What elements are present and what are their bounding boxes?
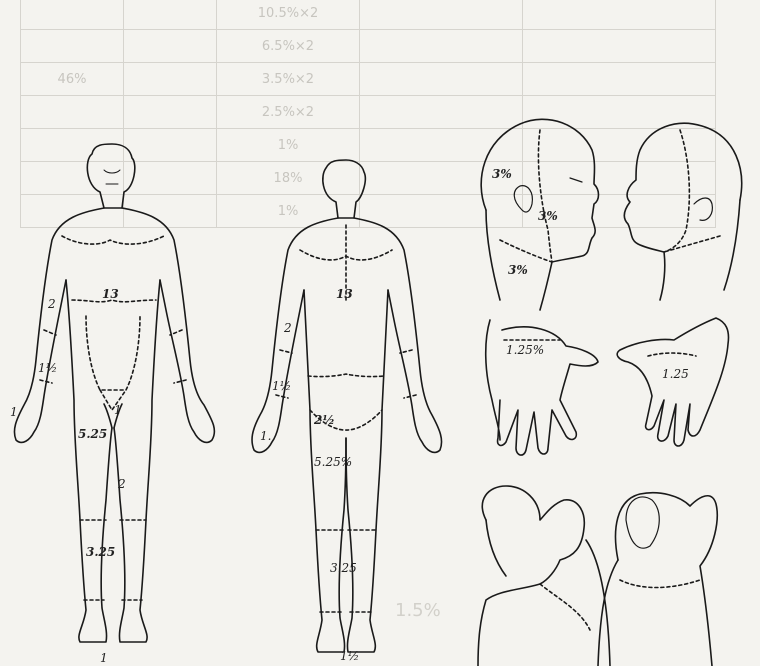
torso-arms-raised-left (478, 486, 610, 666)
label-back-arm-upper: 2 (283, 321, 292, 335)
label-back-trunk: 13 (336, 287, 353, 301)
label-front-thigh: 5.25 (78, 427, 107, 441)
hand-palm (486, 320, 598, 455)
front-body-figure (14, 144, 214, 642)
label-back-foot: 1½ (340, 649, 359, 663)
label-front-arm-upper: 2 (47, 297, 56, 311)
label-head-scalp: 3% (492, 167, 512, 181)
label-front-leg: 3.25 (86, 545, 115, 559)
label-hand-back: 1.25 (662, 367, 689, 381)
label-hand-palm: 1.25% (506, 343, 544, 357)
label-front-genitals: 1 (114, 403, 122, 417)
label-front-forearm: 1½ (38, 361, 57, 375)
label-back-thigh: 5.25% (314, 455, 352, 469)
head-profile-view (624, 123, 741, 300)
label-head-neck: 3% (508, 263, 528, 277)
label-head-face: 3% (538, 209, 558, 223)
label-back-forearm: 1½ (272, 379, 291, 393)
label-back-leg: 3.25 (330, 561, 357, 575)
torso-arms-raised-right (598, 493, 717, 666)
back-body-figure (252, 160, 442, 652)
label-front-foot: 1 (100, 651, 108, 665)
label-front-hand: 1 (10, 405, 18, 419)
label-back-hand: 1. (260, 429, 271, 443)
hand-back (617, 318, 728, 446)
label-front-trunk: 13 (102, 287, 119, 301)
label-back-buttock: 2½ (313, 413, 335, 427)
label-front-knee: 2 (117, 477, 126, 491)
